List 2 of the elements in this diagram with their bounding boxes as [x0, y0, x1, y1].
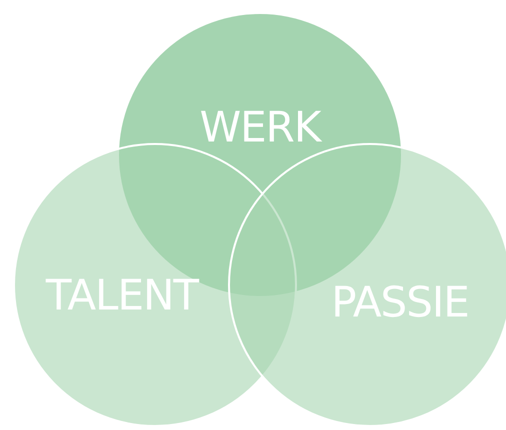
- circle-label: TALENT: [46, 270, 198, 320]
- circle-label: WERK: [200, 102, 320, 152]
